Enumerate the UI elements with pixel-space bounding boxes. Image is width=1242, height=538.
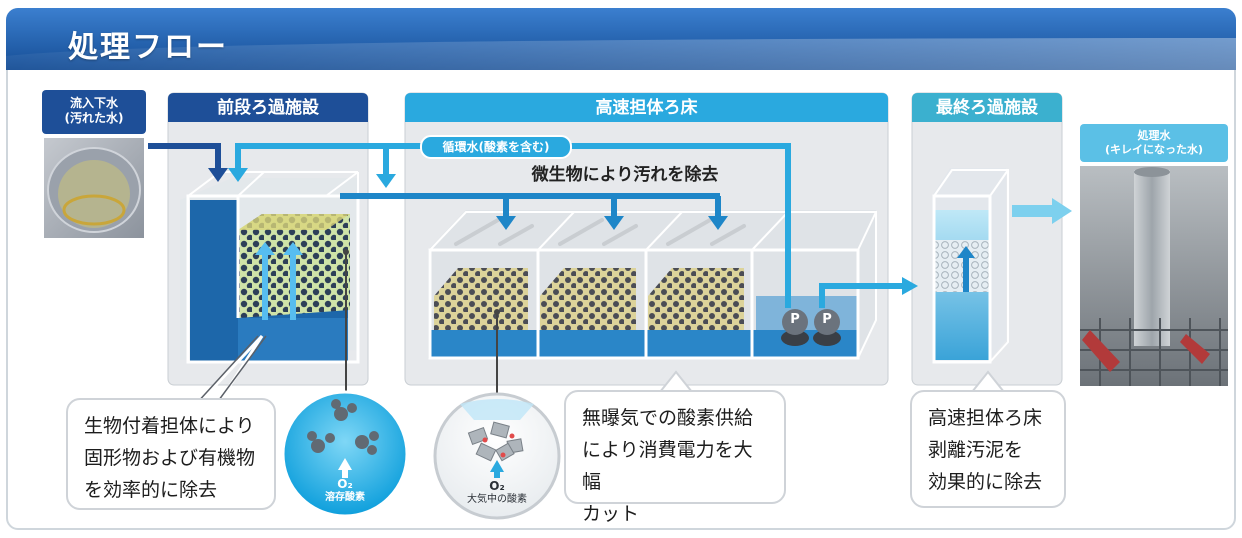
dissolved-oxygen-text: O₂ 溶存酸素	[283, 478, 407, 504]
final-caption-line-1: 高速担体ろ床	[928, 407, 1043, 429]
inflow-label-line2: (汚れた水)	[64, 111, 124, 125]
pre-caption-line-2: 固形物および有機物	[84, 447, 256, 469]
to-final-arrow	[819, 277, 918, 308]
header-background	[6, 8, 1236, 70]
pre-caption-line-1: 生物付着担体により	[84, 415, 255, 437]
pump-1	[781, 309, 809, 346]
microbe-text: 微生物により汚れを除去	[531, 165, 719, 185]
outflow-label-line2: (キレイになった水)	[1104, 143, 1204, 156]
pre-caption-line-3: を効率的に除去	[84, 479, 218, 501]
mid-caption-line-1: 無曝気での酸素供給	[582, 407, 754, 429]
recirculation-label: 循環水(酸素を含む)	[420, 135, 572, 159]
pump-1-label: P	[790, 312, 800, 327]
outflow-photo-detail	[1080, 167, 1228, 386]
outflow-label-line1: 処理水	[1137, 129, 1171, 142]
dissolved-pointer-dot	[343, 249, 349, 255]
dissolved-oxygen-circle	[281, 390, 409, 518]
pointer-lines	[196, 334, 264, 406]
pre-filter-tank	[180, 171, 360, 364]
high-speed-tank	[428, 210, 877, 360]
high-speed-title-bar	[405, 93, 888, 122]
inflow-label-line1: 流入下水	[69, 96, 118, 110]
inflow-arrow	[148, 143, 228, 182]
outflow-label: 処理水 (キレイになった水)	[1080, 124, 1228, 162]
mid-caption-line-2: により消費電力を大幅	[582, 439, 753, 493]
air-oxygen-formula: O₂	[489, 479, 505, 493]
final-caption-line-3: 効果的に除去	[928, 471, 1043, 493]
final-caption-line-2: 剥離汚泥を	[928, 439, 1024, 461]
air-oxygen-label: 大気中の酸素	[467, 494, 527, 505]
transfer-arrow	[340, 193, 728, 230]
air-pointer-dot	[494, 309, 500, 315]
pointer-outline	[195, 335, 267, 405]
dissolved-oxygen-formula: O₂	[337, 477, 353, 491]
mid-caption-line-3: カット	[582, 503, 640, 525]
outflow-arrow	[1012, 198, 1072, 224]
final-filter-title: 最終ろ過施設	[936, 98, 1038, 118]
pre-filter-caption: 生物付着担体により 固形物および有機物 を効率的に除去	[66, 398, 276, 510]
pre-filter-title-bar	[168, 93, 368, 122]
header-banner: 処理フロー	[6, 8, 1236, 70]
page-title: 処理フロー	[68, 30, 228, 65]
pump-2-label: P	[822, 312, 832, 327]
pump-2	[813, 309, 841, 346]
inflow-photo-residue	[62, 194, 126, 226]
air-oxygen-circle	[433, 392, 561, 520]
final-filter-tank	[932, 168, 1009, 364]
inflow-label: 流入下水 (汚れた水)	[42, 90, 146, 134]
dissolved-oxygen-label: 溶存酸素	[325, 492, 365, 503]
air-oxygen-text: O₂ 大気中の酸素	[435, 480, 559, 506]
high-speed-title: 高速担体ろ床	[595, 98, 698, 118]
inflow-photo-water	[58, 160, 130, 228]
final-filter-title-bar	[912, 93, 1062, 122]
final-filter-caption: 高速担体ろ床 剥離汚泥を 効果的に除去	[910, 390, 1066, 508]
high-speed-caption: 無曝気での酸素供給 により消費電力を大幅 カット	[564, 390, 786, 525]
pre-filter-title: 前段ろ過施設	[217, 98, 319, 118]
